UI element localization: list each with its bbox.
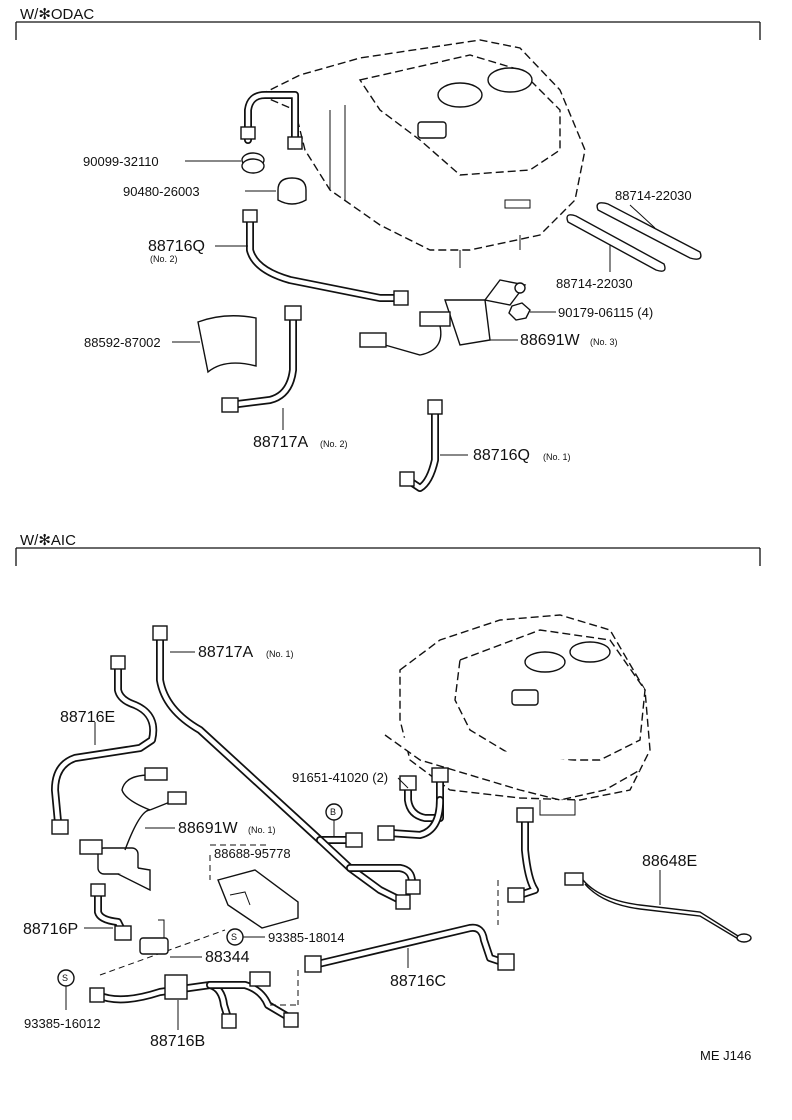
- screw-93385-16012: S: [57, 969, 75, 1010]
- hose-88716e: [51, 655, 158, 835]
- label-88691w-no3: 88691W: [520, 332, 580, 349]
- label-88716e: 88716E: [60, 709, 115, 726]
- label-88716b: 88716B: [150, 1033, 205, 1050]
- pipe-88717a-no2: [221, 305, 302, 430]
- label-s1: S: [231, 932, 237, 942]
- vsv-88691w-no1: [79, 767, 187, 892]
- bracket-88688: [209, 844, 299, 929]
- vacuum-pipe-top: [240, 91, 303, 150]
- label-88717a-no1: 88717A: [198, 644, 253, 661]
- label-88688-95778: 88688-95778: [214, 846, 291, 861]
- label-88691w-no1-sub: (No. 1): [248, 825, 276, 835]
- label-88592-87002: 88592-87002: [84, 335, 161, 350]
- pipe-carb-right: [497, 807, 539, 925]
- label-88691w-no3-sub: (No. 3): [590, 337, 618, 347]
- cap-90480: [245, 177, 307, 205]
- bracket-88592: [172, 315, 257, 374]
- label-88717a-no1-sub: (No. 1): [266, 649, 294, 659]
- sleeve-88714-bottom: [566, 214, 666, 272]
- label-b: B: [330, 807, 336, 817]
- hose-88716b: [89, 970, 299, 1030]
- pipe-91651: [377, 767, 449, 841]
- section-title-aic: W/✻AIC: [20, 532, 76, 549]
- label-90179-06115: 90179-06115 (4): [558, 305, 653, 320]
- label-90480-26003: 90480-26003: [123, 184, 200, 199]
- wire-88648e: [564, 870, 752, 943]
- label-s2: S: [62, 973, 68, 983]
- sleeve-88714-top: [596, 202, 702, 260]
- screw-93385-18014: S: [99, 928, 265, 976]
- label-88714-22030-top: 88714-22030: [615, 188, 692, 203]
- hose-88716q-no2: [215, 209, 409, 306]
- pipe-88716c: [304, 923, 515, 973]
- section-odac: W/✻ODAC 90099-32110: [15, 6, 761, 492]
- label-91651-41020: 91651-41020 (2): [292, 770, 388, 785]
- hose-88716p: [84, 883, 132, 941]
- label-88716q-no1: 88716Q: [473, 447, 530, 464]
- label-88716c: 88716C: [390, 973, 446, 990]
- carburetor-body-odac: [258, 39, 586, 268]
- hose-88716q-no1: [399, 399, 468, 492]
- label-88344: 88344: [205, 949, 250, 966]
- valve-88344: [139, 919, 202, 958]
- label-88716p: 88716P: [23, 921, 78, 938]
- label-88716q-no1-sub: (No. 1): [543, 452, 571, 462]
- label-88691w-no1: 88691W: [178, 820, 238, 837]
- pipe-b-branch: [316, 836, 421, 910]
- section-title-odac: W/✻ODAC: [20, 6, 94, 23]
- label-93385-18014: 93385-18014: [268, 930, 345, 945]
- label-88717a-no2: 88717A: [253, 434, 308, 451]
- nut-90179: [508, 302, 556, 321]
- vsv-88691w-no3: [359, 279, 527, 356]
- label-88717a-no2-sub: (No. 2): [320, 439, 348, 449]
- label-90099-32110: 90099-32110: [83, 154, 159, 169]
- pipe-88717a-no1: [152, 625, 363, 848]
- section-aic: W/✻AIC 91651-41020 (2): [15, 532, 761, 1050]
- label-88648e: 88648E: [642, 853, 697, 870]
- carburetor-body-aic: [384, 614, 651, 816]
- label-88716q-no2-sub: (No. 2): [150, 254, 178, 264]
- label-88714-22030-bottom: 88714-22030: [556, 276, 633, 291]
- bolt-b: B: [325, 803, 343, 840]
- diagram-code: ME J146: [700, 1048, 751, 1063]
- ring-90099: [185, 152, 265, 174]
- label-88716q-no2: 88716Q: [148, 238, 205, 255]
- label-93385-16012: 93385-16012: [24, 1016, 101, 1031]
